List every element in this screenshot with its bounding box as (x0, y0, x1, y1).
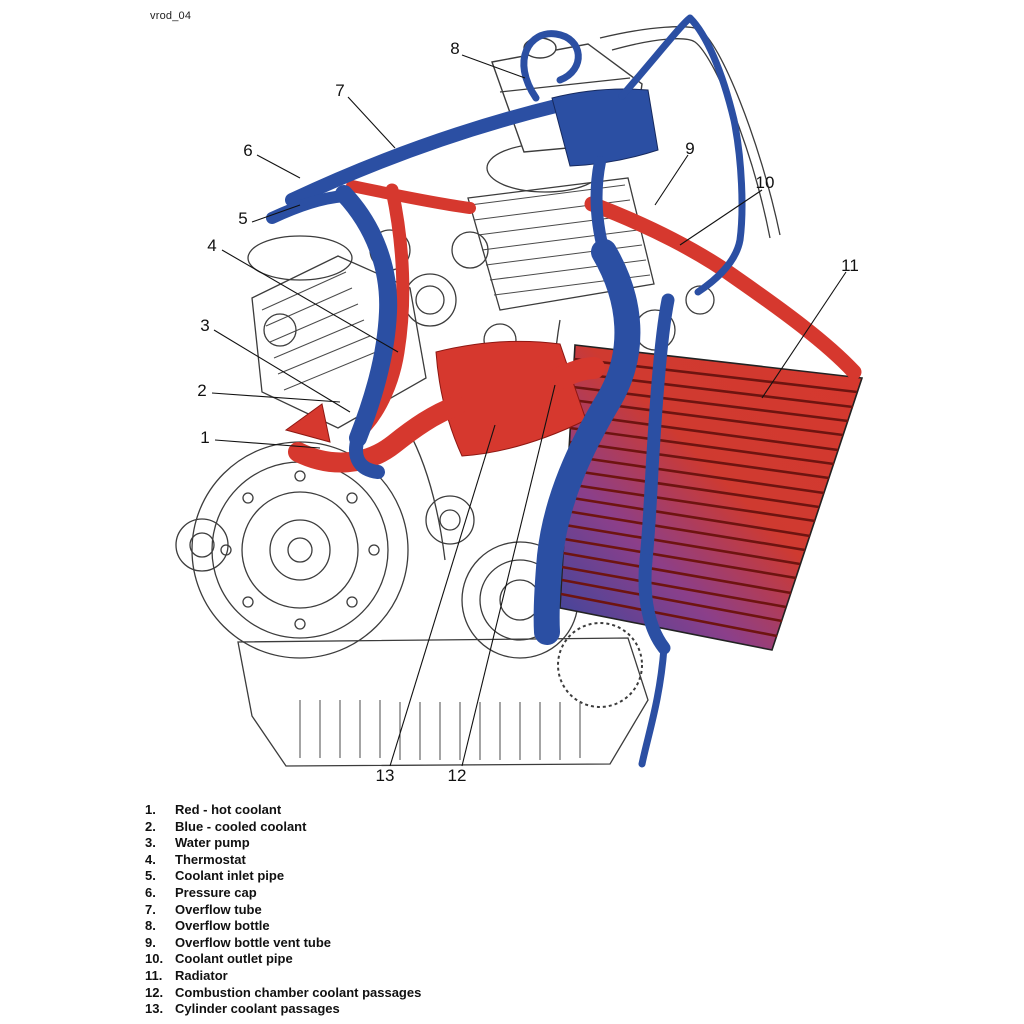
legend-item: 10. Coolant outlet pipe (145, 951, 905, 968)
legend-item-number: 13. (145, 1001, 164, 1017)
legend-item-number: 1. (145, 802, 156, 817)
callout-numbers: 1 2 3 4 5 6 7 8 9 10 11 12 13 (197, 39, 859, 785)
callout-number: 1 (200, 428, 209, 447)
legend-item-number: 3. (145, 835, 156, 851)
legend-item-number: 7. (145, 901, 156, 917)
legend-item: 1. Red - hot coolant (145, 802, 905, 819)
legend-item: 9. Overflow bottle vent tube (145, 935, 905, 952)
legend-item-number: 2. (145, 818, 156, 834)
legend-item-number: 6. (145, 884, 156, 900)
legend-item: 6. Pressure cap (145, 885, 905, 902)
legend-item-number: 8. (145, 918, 156, 934)
cooling-system-diagram: 1 2 3 4 5 6 7 8 9 10 11 12 13 (175, 14, 864, 785)
legend-item-label: Overflow bottle (175, 918, 270, 934)
legend-item: 11. Radiator (145, 968, 905, 985)
legend-item: 3. Water pump (145, 835, 905, 852)
legend-item-label: Thermostat (175, 851, 246, 867)
legend-item: 13. Cylinder coolant passages (145, 1001, 905, 1018)
legend: 1. Red - hot coolant 2. Blue - cooled cool… (145, 802, 905, 1018)
coolant-hot-passages (284, 180, 862, 473)
callout-leader-lines (211, 54, 847, 767)
legend-item-number: 10. (145, 951, 164, 967)
legend-item: 2. Blue - cooled coolant (145, 819, 905, 836)
legend-item-label: Radiator (175, 967, 228, 983)
callout-number: 7 (335, 81, 344, 100)
coolant-cooled-passages (266, 14, 746, 768)
legend-item: 7. Overflow tube (145, 902, 905, 919)
callout-number: 4 (207, 236, 216, 255)
legend-item: 4. Thermostat (145, 852, 905, 869)
callout-number: 6 (243, 141, 252, 160)
legend-item-label: Red - hot coolant (175, 802, 282, 817)
callout-number: 5 (238, 209, 247, 228)
legend-item: 5. Coolant inlet pipe (145, 868, 905, 885)
legend-item-label: Overflow bottle vent tube (175, 934, 332, 950)
legend-item-number: 11. (145, 967, 163, 983)
legend-item-label: Coolant inlet pipe (175, 868, 285, 884)
callout-number: 13 (376, 766, 395, 785)
callout-number: 8 (450, 39, 459, 58)
callout-number: 3 (200, 316, 209, 335)
legend-item-label: Cylinder coolant passages (175, 1001, 340, 1017)
legend-item-number: 12. (145, 984, 164, 1000)
legend-item-label: Water pump (175, 835, 250, 851)
callout-number: 12 (448, 766, 467, 785)
legend-item-number: 9. (145, 934, 156, 950)
legend-item: 8. Overflow bottle (145, 918, 905, 935)
callout-number: 9 (685, 139, 694, 158)
callout-number: 10 (756, 173, 775, 192)
legend-item-number: 5. (145, 868, 156, 884)
legend-item: 12. Combustion chamber coolant passages (145, 985, 905, 1002)
legend-item-label: Pressure cap (175, 884, 257, 900)
legend-item-label: Blue - cooled coolant (175, 818, 307, 834)
legend-item-label: Combustion chamber coolant passages (175, 984, 422, 1000)
callout-number: 2 (197, 381, 206, 400)
legend-item-label: Overflow tube (175, 901, 262, 917)
figure-code-label: vrod_04 (150, 10, 192, 22)
legend-item-number: 4. (145, 851, 156, 867)
legend-item-label: Coolant outlet pipe (175, 951, 293, 967)
callout-number: 11 (841, 256, 859, 275)
